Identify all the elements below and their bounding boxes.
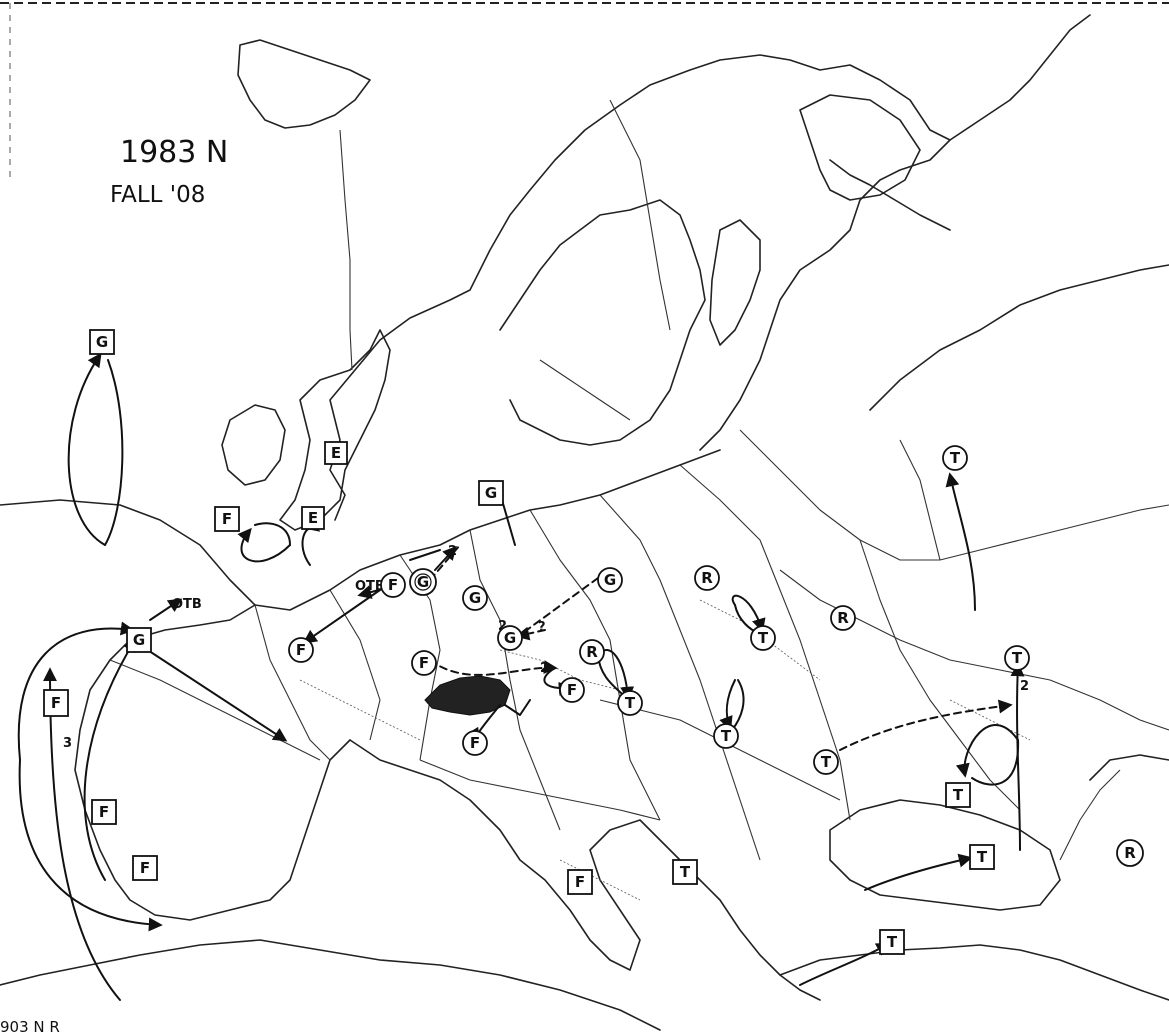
map-subtitle: FALL '08 xyxy=(110,182,205,208)
army-units: F F G G G G R R R R F F F T T T T T T xyxy=(288,445,1144,867)
coast-kola xyxy=(799,94,921,201)
map-title: 1983 N xyxy=(120,135,228,170)
rivers xyxy=(299,599,1031,901)
contested-edge xyxy=(504,699,531,716)
army-r-moscow-w: R xyxy=(701,569,713,587)
army-t-galicia: T xyxy=(625,694,636,712)
fleet-g-iberia: G xyxy=(133,631,145,649)
fleet-f-iberia-s: F xyxy=(140,859,150,877)
fleet-f-italy: F xyxy=(575,873,585,891)
army-f-alps: F xyxy=(470,734,480,752)
footer-fragment: 903 N R xyxy=(0,1018,60,1035)
label-n2-vienna: 2 xyxy=(540,661,549,676)
label-q-silesia: ? xyxy=(538,620,546,635)
coast-ireland xyxy=(221,404,286,486)
label-otb-belgium: OTB xyxy=(355,579,385,594)
fleet-f-iberia-w: F xyxy=(51,694,61,712)
army-t-ukraine-s: T xyxy=(721,727,732,745)
fleet-e-north: E xyxy=(331,444,341,462)
army-t-crimea: T xyxy=(1012,649,1023,667)
coast-caspian xyxy=(1089,754,1169,781)
coast-scandinavia xyxy=(329,54,951,521)
coast-east xyxy=(869,264,1169,411)
fleet-t-adriatic: T xyxy=(680,863,691,881)
coast-black-sea xyxy=(829,799,1061,911)
army-t-romania: T xyxy=(821,753,832,771)
army-f-switz: F xyxy=(419,654,429,672)
coast-med-north xyxy=(349,739,821,1001)
army-r-caucasus: R xyxy=(1124,844,1136,862)
fleet-g-north-ger: G xyxy=(485,484,497,502)
army-g-ruhr: G xyxy=(417,573,429,591)
label-otb-iberia: OTB xyxy=(172,597,202,612)
army-g-silesia: G xyxy=(604,571,616,589)
army-f-vienna: F xyxy=(567,681,577,699)
army-r-warsaw: R xyxy=(586,643,598,661)
army-f-paris: F xyxy=(296,641,306,659)
army-g-munich: G xyxy=(469,589,481,607)
fleet-units: G E E F G F F F G F T T T T xyxy=(43,329,995,955)
army-t-ukraine-n: T xyxy=(758,629,769,647)
army-g-berlin: G xyxy=(504,629,516,647)
fleet-f-iberia-mid: F xyxy=(99,803,109,821)
contested-area xyxy=(424,675,511,716)
army-f-belgium: F xyxy=(388,576,398,594)
fleet-e-channel: E xyxy=(308,509,318,527)
coast-turkey xyxy=(779,944,1169,1001)
coast-north-africa xyxy=(0,939,661,1031)
fleet-t-turkey-e: T xyxy=(977,848,988,866)
label-n2-silesia: 2 xyxy=(498,619,507,634)
fleet-g-atlantic: G xyxy=(96,333,108,351)
label-n2-munich: 2 xyxy=(448,544,457,559)
label-n2-volga: 2 xyxy=(1020,679,1029,694)
movement-arrows xyxy=(17,352,1025,1001)
label-n3: 3 xyxy=(63,736,72,751)
coast-finland xyxy=(709,219,761,346)
coast-arctic xyxy=(949,14,1091,141)
coast-continent-north xyxy=(0,449,721,611)
coast-north-island xyxy=(237,39,371,129)
fleet-t-aegean: T xyxy=(887,933,898,951)
fleet-f-channel: F xyxy=(222,510,232,528)
army-t-volga: T xyxy=(950,449,961,467)
coast-baltic xyxy=(499,199,706,446)
coast-novaya xyxy=(829,159,951,231)
army-r-moscow-e: R xyxy=(837,609,849,627)
fleet-t-turkey-w: T xyxy=(953,786,964,804)
coast-britain xyxy=(279,329,391,531)
